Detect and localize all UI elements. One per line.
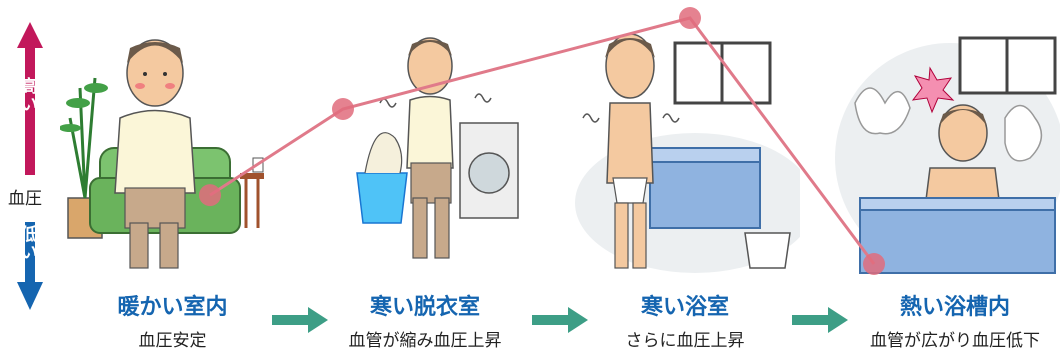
stage-1-title: 暖かい室内	[117, 295, 228, 320]
flow-arrow-icon	[272, 307, 328, 333]
dressing-room-illustration	[335, 8, 520, 278]
living-room-illustration	[60, 8, 265, 278]
axis-arrows	[17, 22, 43, 310]
blood-pressure-axis: 高い 血圧 低い	[0, 0, 60, 360]
stage-4-title: 熱い浴槽内	[899, 295, 1010, 320]
bathroom-illustration	[575, 8, 800, 278]
stage-3-title: 寒い浴室	[640, 295, 729, 320]
axis-high-label: 高い	[20, 77, 38, 115]
up-arrow-icon	[17, 22, 43, 175]
dressing-room-scene	[335, 8, 520, 278]
stage-4-caption: 血管が広がり血圧低下	[870, 331, 1040, 351]
stage-1-caption: 血圧安定	[138, 331, 207, 351]
bathtub-scene	[835, 8, 1060, 278]
down-arrow-icon	[17, 222, 43, 310]
stage-3-caption: さらに血圧上昇	[625, 331, 745, 351]
stage-2-title: 寒い脱衣室	[369, 295, 480, 320]
axis-low-label: 低い	[20, 225, 38, 263]
living-room-scene	[60, 8, 265, 278]
bathroom-scene	[575, 8, 800, 278]
axis-label: 血圧	[8, 189, 42, 209]
flow-arrow-icon	[532, 307, 588, 333]
bathtub-illustration	[835, 8, 1060, 278]
stage-2-caption: 血管が縮み血圧上昇	[348, 331, 502, 351]
flow-arrow-icon	[792, 307, 848, 333]
